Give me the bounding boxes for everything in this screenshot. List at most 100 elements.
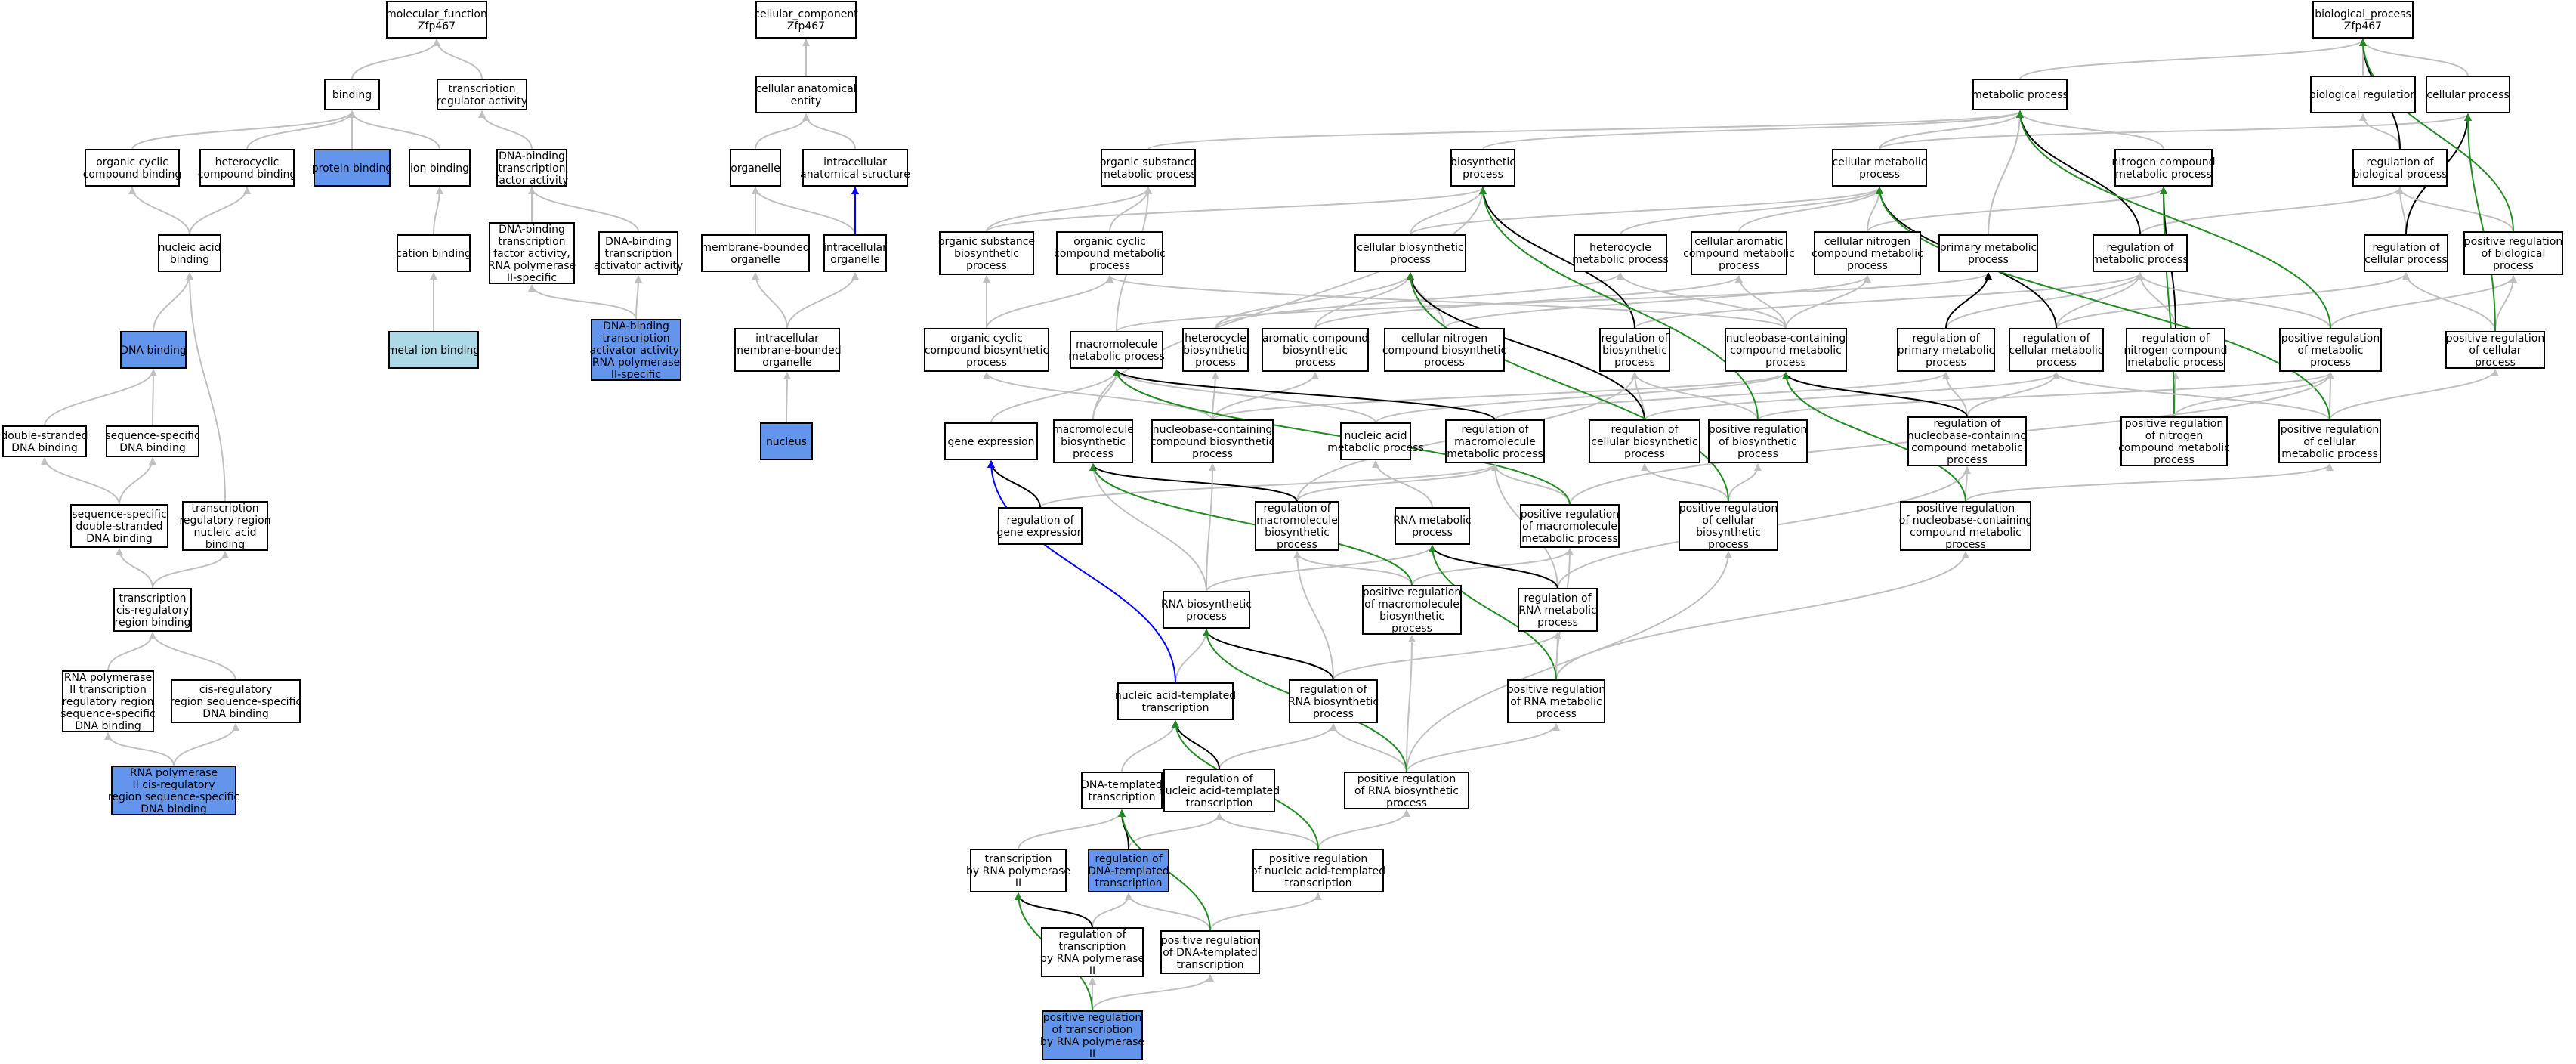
go-term-label-line: process — [2493, 260, 2534, 272]
go-term-node-pb[interactable]: protein binding — [312, 149, 392, 187]
go-term-node-ionb[interactable]: ion binding — [409, 149, 471, 187]
go-term-label-line: regulation of — [1461, 424, 1529, 436]
go-term-box — [1163, 591, 1250, 629]
go-term-node-cp[interactable]: cellular process — [2426, 76, 2510, 113]
go-term-node-metb[interactable]: metal ion binding — [388, 331, 480, 369]
go-term-node-nucleus[interactable]: nucleus — [760, 422, 813, 460]
go-term-node-mp[interactable]: metabolic process — [1972, 79, 2068, 110]
go-term-node-rmbp[interactable]: regulation ofmacromoleculebiosyntheticpr… — [1255, 501, 1339, 551]
go-term-node-org[interactable]: organelle — [730, 149, 781, 187]
go-term-node-binding[interactable]: binding — [324, 79, 380, 110]
edge-is-a-acbp-to-cbp — [1314, 272, 1414, 329]
edge-is-a-ionb-to-binding — [348, 110, 440, 150]
go-term-node-br[interactable]: biological regulation — [2309, 76, 2417, 113]
go-term-label-line: transcription — [498, 236, 565, 248]
go-term-node-catb[interactable]: cation binding — [396, 234, 471, 272]
go-term-node-rnbcmp[interactable]: regulation ofnucleobase-containingcompou… — [1907, 416, 2028, 466]
go-term-node-dnab[interactable]: DNA binding — [120, 331, 187, 369]
go-term-label-line: RNA polymerase — [592, 357, 680, 369]
go-term-node-ge[interactable]: gene expression — [944, 422, 1038, 460]
